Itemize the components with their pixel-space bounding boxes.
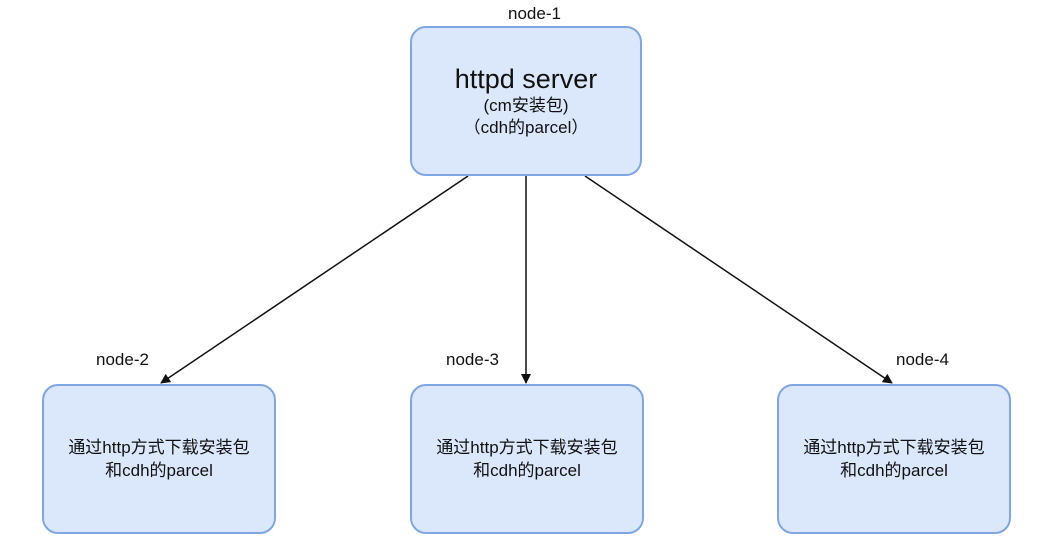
client-node-label: node-4 [896, 350, 949, 369]
server-node-line2: （cdh的parcel） [463, 118, 589, 137]
client-node-box: 通过http方式下载安装包 和cdh的parcel [410, 384, 644, 534]
client-node-line1: 通过http方式下载安装包 [803, 438, 985, 457]
client-node-line2: 和cdh的parcel [840, 461, 948, 480]
edge-node1-to-node4 [584, 175, 893, 384]
client-node-line2: 和cdh的parcel [473, 461, 581, 480]
server-node-label: node-1 [508, 4, 561, 23]
client-node-box: 通过http方式下载安装包 和cdh的parcel [42, 384, 276, 534]
server-node-line1: (cm安装包) [483, 96, 569, 115]
client-node-label: node-2 [96, 350, 149, 369]
edge-node1-to-node2 [160, 175, 469, 384]
client-node-line2: 和cdh的parcel [105, 461, 213, 480]
client-node-box: 通过http方式下载安装包 和cdh的parcel [777, 384, 1011, 534]
client-node-line1: 通过http方式下载安装包 [436, 438, 618, 457]
client-node-line1: 通过http方式下载安装包 [68, 438, 250, 457]
server-node-box: httpd server (cm安装包) （cdh的parcel） [410, 26, 642, 176]
client-node-label: node-3 [446, 350, 499, 369]
server-node-title: httpd server [454, 64, 598, 94]
